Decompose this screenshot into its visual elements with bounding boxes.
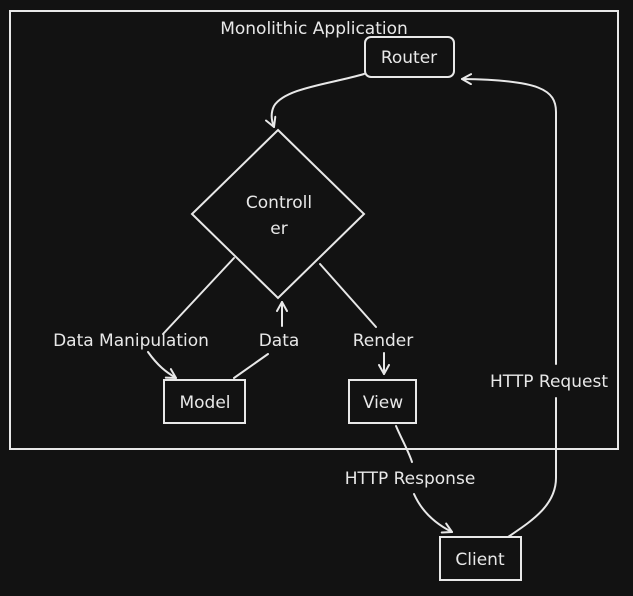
controller-diamond[interactable] xyxy=(190,128,366,300)
monolithic-application-frame: Monolithic Application xyxy=(9,10,619,450)
edge-client-router-segment-1 xyxy=(507,397,557,538)
label-data-manipulation: Data Manipulation xyxy=(53,331,209,351)
controller-label-line-2: er xyxy=(270,219,287,239)
view-node[interactable]: View xyxy=(348,379,417,424)
label-render: Render xyxy=(353,331,414,351)
edge-labels: Data Manipulation Data Render HTTP Respo… xyxy=(53,331,608,489)
edge-view-client-segment-1 xyxy=(395,425,413,463)
client-node[interactable]: Client xyxy=(439,536,522,581)
edges xyxy=(147,73,557,538)
router-node[interactable]: Router xyxy=(364,36,455,78)
controller-node[interactable]: Controll er xyxy=(190,128,366,300)
edge-view-client-segment-2 xyxy=(413,493,453,534)
router-label: Router xyxy=(381,48,437,68)
nodes: Router Controll er Model View Client xyxy=(163,36,522,581)
controller-label-line-1: Controll xyxy=(246,193,312,213)
model-label: Model xyxy=(179,393,230,413)
edge-client-router-segment-2 xyxy=(461,73,557,365)
client-box[interactable] xyxy=(439,536,522,581)
client-label: Client xyxy=(455,550,505,570)
label-http-response: HTTP Response xyxy=(345,469,476,489)
frame-border xyxy=(9,10,619,450)
label-http-request: HTTP Request xyxy=(490,372,608,392)
edge-controller-model-segment-2 xyxy=(147,351,177,379)
view-label: View xyxy=(363,393,403,413)
edge-controller-view-segment-1 xyxy=(319,263,377,328)
frame-title: Monolithic Application xyxy=(220,19,408,39)
router-box[interactable] xyxy=(364,36,455,78)
view-box[interactable] xyxy=(348,379,417,424)
label-data: Data xyxy=(259,331,300,351)
edge-router-controller xyxy=(265,73,365,128)
edge-controller-model-segment-1 xyxy=(162,257,235,335)
model-box[interactable] xyxy=(163,379,246,424)
edge-model-controller-segment-1 xyxy=(233,353,269,379)
model-node[interactable]: Model xyxy=(163,379,246,424)
